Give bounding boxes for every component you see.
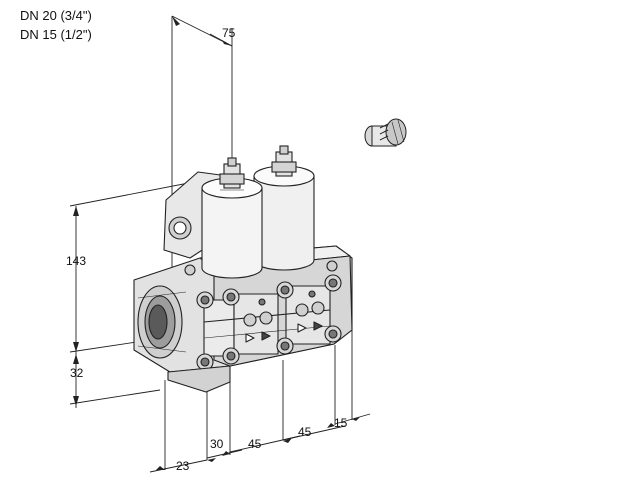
dim-15-label: 15 bbox=[334, 416, 348, 430]
dim-143-label: 143 bbox=[66, 254, 86, 268]
size-label-dn15: DN 15 (1/2") bbox=[20, 27, 92, 42]
dim-75-label: 75 bbox=[222, 26, 236, 40]
dim-32-label: 32 bbox=[70, 366, 84, 380]
dim-45b-label: 45 bbox=[298, 425, 312, 439]
solenoid-coil-rear bbox=[253, 145, 315, 271]
valve-assembly bbox=[133, 171, 353, 393]
size-label-dn20: DN 20 (3/4") bbox=[20, 8, 92, 23]
dim-30-label: 30 bbox=[210, 437, 224, 451]
cable-gland bbox=[364, 118, 407, 147]
solenoid-coil-front bbox=[201, 157, 263, 279]
dim-45a-label: 45 bbox=[248, 437, 262, 451]
dimension-arrows bbox=[73, 16, 360, 470]
dim-23-label: 23 bbox=[176, 459, 190, 473]
